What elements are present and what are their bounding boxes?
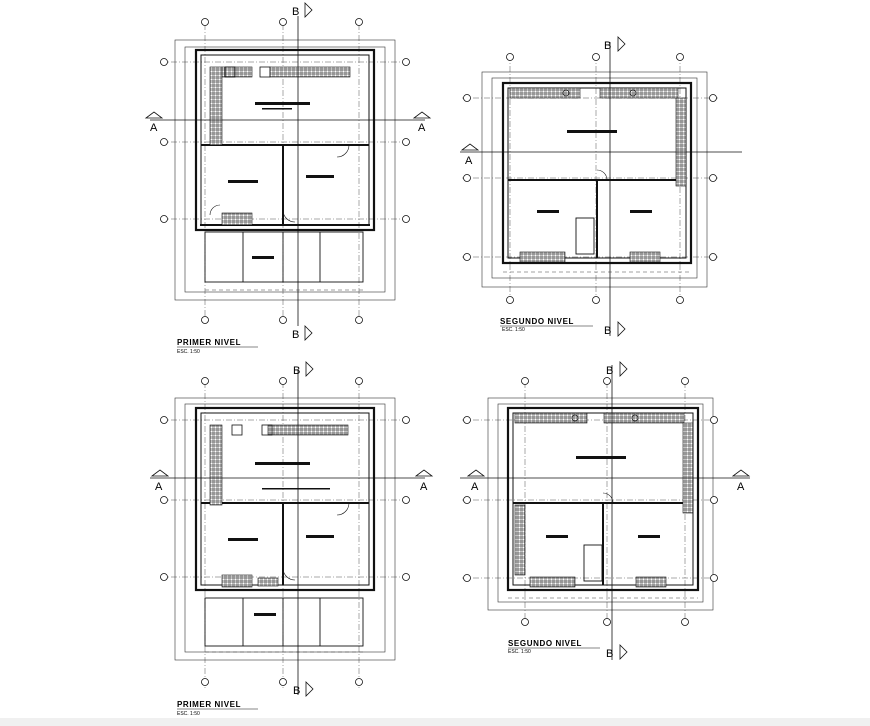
section-b-top-marker-1: B — [292, 2, 313, 18]
bottom-strip — [0, 718, 870, 726]
section-a-right-marker-4: A — [732, 469, 750, 493]
section-a-left-marker-1: A — [145, 111, 163, 134]
plan-title-4: SEGUNDO NIVEL — [508, 639, 582, 648]
svg-text:A: A — [737, 481, 745, 493]
section-b-top-marker-2: B — [604, 36, 626, 52]
section-a-right-marker-1: A — [413, 111, 431, 134]
section-b-bottom-marker-2: B — [604, 321, 626, 337]
svg-text:B: B — [292, 329, 299, 341]
svg-text:A: A — [471, 481, 479, 493]
svg-text:B: B — [604, 325, 611, 337]
plan-title-1: PRIMER NIVEL — [177, 338, 241, 347]
svg-text:B: B — [606, 365, 613, 377]
plan-primer-nivel-bottom: A A B B PRIMER NIVEL ESC. 1:50 — [150, 361, 433, 717]
svg-text:A: A — [465, 155, 473, 167]
svg-text:A: A — [420, 481, 428, 493]
section-a-left-marker-4: A — [467, 469, 485, 493]
svg-text:A: A — [155, 481, 163, 493]
svg-text:A: A — [418, 122, 426, 134]
plan-title-2: SEGUNDO NIVEL — [500, 317, 574, 326]
section-b-top-marker-4: B — [606, 361, 628, 377]
plan-primer-nivel-top: A A B B PRIMER NIVEL ESC. 1:50 — [145, 2, 431, 355]
section-b-top-marker-3: B — [293, 361, 314, 377]
plan-title-3: PRIMER NIVEL — [177, 700, 241, 709]
plan-scale-3: ESC. 1:50 — [177, 711, 200, 717]
section-b-bottom-marker-1: B — [292, 325, 313, 341]
section-a-right-marker-3: A — [415, 469, 433, 493]
section-b-bottom-marker-4: B — [606, 644, 628, 660]
plan-scale-4: ESC. 1:50 — [508, 649, 531, 655]
plan-scale-1: ESC. 1:50 — [177, 349, 200, 355]
svg-text:B: B — [292, 6, 299, 18]
plan-scale-2: ESC. 1:50 — [502, 327, 525, 333]
section-a-left-marker-2: A — [461, 143, 479, 167]
svg-text:B: B — [606, 648, 613, 660]
plan-segundo-nivel-bottom: A A B B SEGUNDO NIVEL ESC. 1:50 — [460, 361, 750, 660]
svg-text:B: B — [604, 40, 611, 52]
section-b-bottom-marker-3: B — [293, 681, 314, 697]
section-a-left-marker-3: A — [151, 469, 169, 493]
svg-text:B: B — [293, 685, 300, 697]
plan-segundo-nivel-top: A B B SEGUNDO NIVEL ESC. 1:50 — [460, 36, 742, 337]
svg-text:B: B — [293, 365, 300, 377]
svg-text:A: A — [150, 122, 158, 134]
